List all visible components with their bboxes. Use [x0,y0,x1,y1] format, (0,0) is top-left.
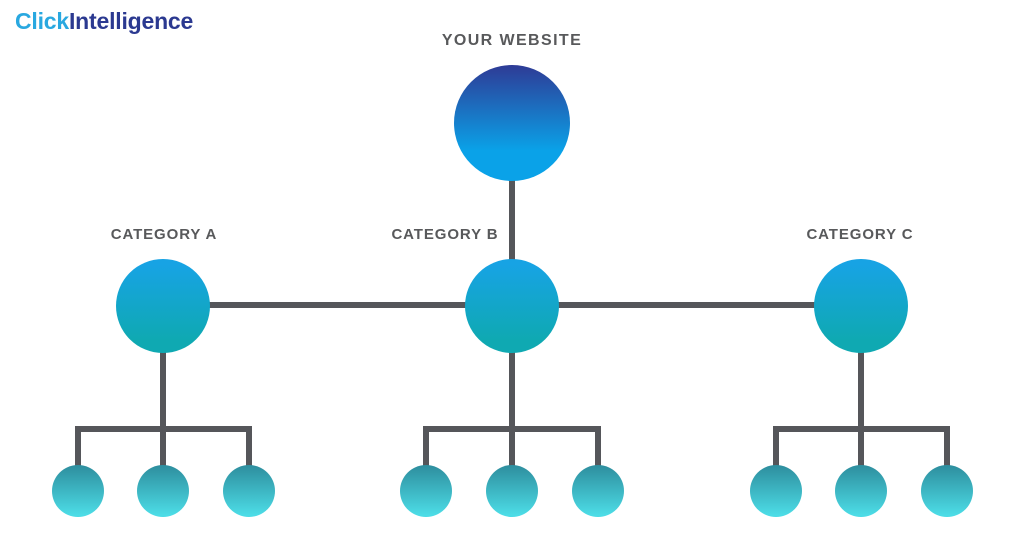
category-b-child-node [486,465,538,517]
connector-category-a-children-bar [75,426,252,432]
category-c-child-node [750,465,802,517]
connector-category-a-stem [160,306,166,468]
connector-child-drop [773,426,779,470]
category-b-child-node [572,465,624,517]
category-b-child-node [400,465,452,517]
category-a-child-node [137,465,189,517]
connector-category-c-stem [858,306,864,468]
logo: ClickIntelligence [15,8,193,35]
connector-child-drop [944,426,950,470]
root-node-label: YOUR WEBSITE [441,32,583,49]
category-a-label: CATEGORY A [110,226,218,243]
logo-click-text: Click [15,8,69,34]
category-a-child-node [52,465,104,517]
category-b-label: CATEGORY B [391,226,499,243]
connector-category-b-children-bar [423,426,601,432]
connector-root-to-category-b [509,120,515,306]
category-c-child-node [921,465,973,517]
category-c-node-circle [814,259,908,353]
category-b-node-circle [465,259,559,353]
category-c-child-node [835,465,887,517]
connector-child-drop [246,426,252,470]
connector-child-drop [75,426,81,470]
root-node-circle [454,65,570,181]
category-a-node-circle [116,259,210,353]
connector-category-c-children-bar [773,426,950,432]
category-a-child-node [223,465,275,517]
logo-intelligence-text: Intelligence [68,8,194,34]
connector-category-b-stem [509,306,515,468]
category-c-label: CATEGORY C [806,226,914,243]
connector-child-drop [423,426,429,470]
connector-child-drop [595,426,601,470]
